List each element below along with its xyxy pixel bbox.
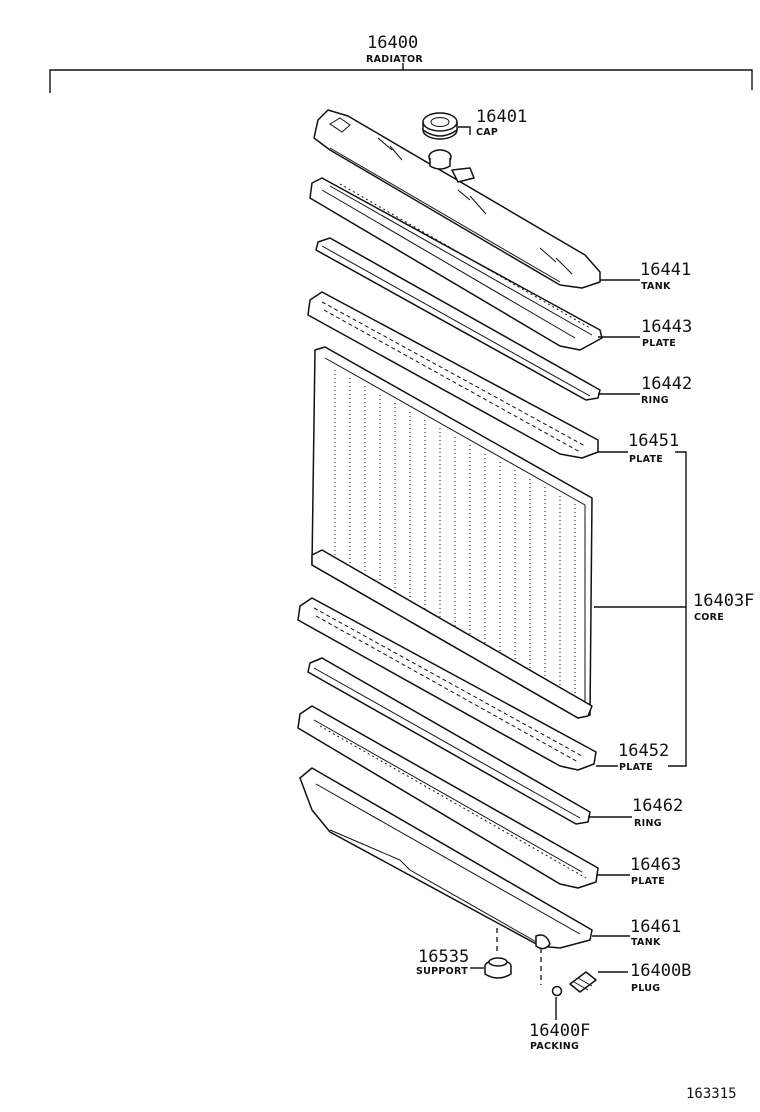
upper-ring-drawing xyxy=(315,237,601,401)
lower-core-plate-drawing xyxy=(297,597,597,771)
label-upper-tank-plate: 16443 PLATE xyxy=(641,317,692,349)
part-name: PLATE xyxy=(619,762,653,773)
lower-tank-drawing xyxy=(299,767,593,950)
part-name: PLATE xyxy=(629,454,663,465)
cap-drawing xyxy=(422,112,458,140)
part-name: CAP xyxy=(476,127,498,138)
label-core: 16403F CORE xyxy=(693,591,754,623)
part-name: SUPPORT xyxy=(416,966,468,977)
label-assembly: 16400 RADIATOR xyxy=(366,33,423,65)
assembly-number: 16400 xyxy=(367,33,418,53)
label-lower-core-plate: 16452 PLATE xyxy=(618,741,669,773)
part-name: TANK xyxy=(641,281,671,292)
leader-lines xyxy=(458,126,687,1020)
part-number: 16400B xyxy=(630,961,691,981)
lower-ring-drawing xyxy=(307,657,591,825)
part-name: PACKING xyxy=(530,1041,579,1052)
upper-tank-plate-drawing xyxy=(309,177,603,351)
part-number: 16441 xyxy=(640,260,691,280)
packing-drawing xyxy=(540,948,563,997)
part-number: 16462 xyxy=(632,796,683,816)
part-name: RING xyxy=(641,395,669,406)
part-number: 16443 xyxy=(641,317,692,337)
figure-id: 163315 xyxy=(686,1086,737,1102)
label-plug: 16400B PLUG xyxy=(630,961,691,994)
part-name: PLATE xyxy=(631,876,665,887)
core-drawing xyxy=(311,346,593,719)
part-name: TANK xyxy=(631,937,661,948)
label-cap: 16401 CAP xyxy=(476,107,527,138)
lower-tank-plate-drawing xyxy=(297,705,599,889)
label-support: 16535 SUPPORT xyxy=(416,947,469,977)
part-number: 16461 xyxy=(630,917,681,937)
label-upper-tank: 16441 TANK xyxy=(640,260,691,292)
part-number: 16451 xyxy=(628,431,679,451)
part-number: 16452 xyxy=(618,741,669,761)
upper-core-plate-drawing xyxy=(307,291,599,459)
part-name: PLATE xyxy=(642,338,676,349)
part-name: RING xyxy=(634,818,662,829)
assembly-name: RADIATOR xyxy=(366,54,423,65)
plug-drawing xyxy=(569,971,597,993)
support-drawing xyxy=(484,928,512,979)
label-upper-core-plate: 16451 PLATE xyxy=(628,431,679,465)
label-lower-ring: 16462 RING xyxy=(632,796,683,829)
label-packing: 16400F PACKING xyxy=(529,1021,590,1052)
part-number: 16442 xyxy=(641,374,692,394)
part-number: 16400F xyxy=(529,1021,590,1041)
part-name: CORE xyxy=(694,612,724,623)
upper-tank-drawing xyxy=(313,109,601,289)
label-lower-tank: 16461 TANK xyxy=(630,917,681,948)
part-number: 16535 xyxy=(418,947,469,967)
part-number: 16463 xyxy=(630,855,681,875)
label-lower-tank-plate: 16463 PLATE xyxy=(630,855,681,887)
part-number: 16401 xyxy=(476,107,527,127)
part-number: 16403F xyxy=(693,591,754,611)
label-upper-ring: 16442 RING xyxy=(641,374,692,406)
assembly-bracket xyxy=(49,63,753,93)
part-name: PLUG xyxy=(631,983,660,994)
